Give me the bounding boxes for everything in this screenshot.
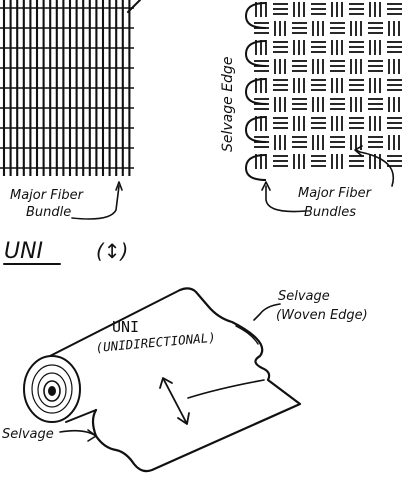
roll-top-edge [49, 289, 181, 357]
selvage-edge-label: Selvage Edge [220, 57, 236, 152]
roll-layer-2 [37, 372, 67, 408]
fabric-roll [23, 287, 302, 473]
fiber-direction-arrowhead-bottom [177, 412, 190, 425]
selvage-left-label: Selvage [2, 427, 97, 442]
major-fiber-left-arrowhead [115, 181, 123, 191]
major-fiber-left-line1: Major Fiber [10, 188, 85, 203]
selvage-left-arrowhead [87, 429, 97, 442]
selvage-woven-line2: (Woven Edge) [276, 308, 368, 323]
selvage-left-text: Selvage [2, 427, 54, 442]
selvage-loop [244, 78, 267, 105]
woven-fiber-bundles [254, 2, 402, 169]
selvage-woven-leader [253, 303, 281, 321]
roll-title-uni: UNI [112, 318, 139, 336]
major-fiber-right-leader [265, 185, 307, 213]
uni-direction-symbol: (↕) [96, 239, 128, 263]
uni-heading-text: UNI [4, 239, 43, 264]
unrolled-sheet-outline [91, 287, 302, 473]
roll-layer-3 [43, 380, 61, 402]
top-selvage-edge [235, 325, 259, 345]
roll-layer-1 [31, 364, 73, 414]
roll-core [48, 386, 56, 396]
roll-bottom-edge [65, 409, 97, 423]
selvage-woven-line1: Selvage [278, 289, 330, 304]
unidirectional-fiber-grid [0, 0, 141, 176]
top-leader-line [127, 0, 141, 13]
major-fiber-right-arrowhead [261, 181, 271, 191]
fill-threads [0, 7, 134, 169]
selvage-loop [244, 154, 267, 181]
sheet-fold-line [187, 379, 265, 399]
major-fiber-right-top-arrowhead [354, 145, 363, 157]
major-fiber-left-leader [71, 185, 120, 220]
major-fiber-bundle-label: Major Fiber Bundle [10, 181, 123, 220]
selvage-loop [244, 40, 267, 67]
selvage-loop [244, 2, 267, 29]
fiber-direction-arrow-shaft [163, 379, 187, 423]
fiber-direction-arrowhead-top [159, 377, 173, 389]
major-fiber-left-line2: Bundle [26, 205, 71, 220]
major-fiber-bundles-label: Major Fiber Bundles [261, 145, 395, 220]
major-fiber-right-line1: Major Fiber [298, 186, 373, 201]
major-fiber-right-top-leader [355, 149, 395, 187]
selvage-edge-loops [244, 2, 267, 181]
selvage-loop [244, 116, 267, 143]
major-fiber-right-line2: Bundles [304, 205, 356, 220]
selvage-woven-edge-label: Selvage (Woven Edge) [253, 289, 368, 323]
uni-heading: UNI (↕) [3, 239, 128, 265]
woven-selvage-pattern [244, 2, 402, 181]
